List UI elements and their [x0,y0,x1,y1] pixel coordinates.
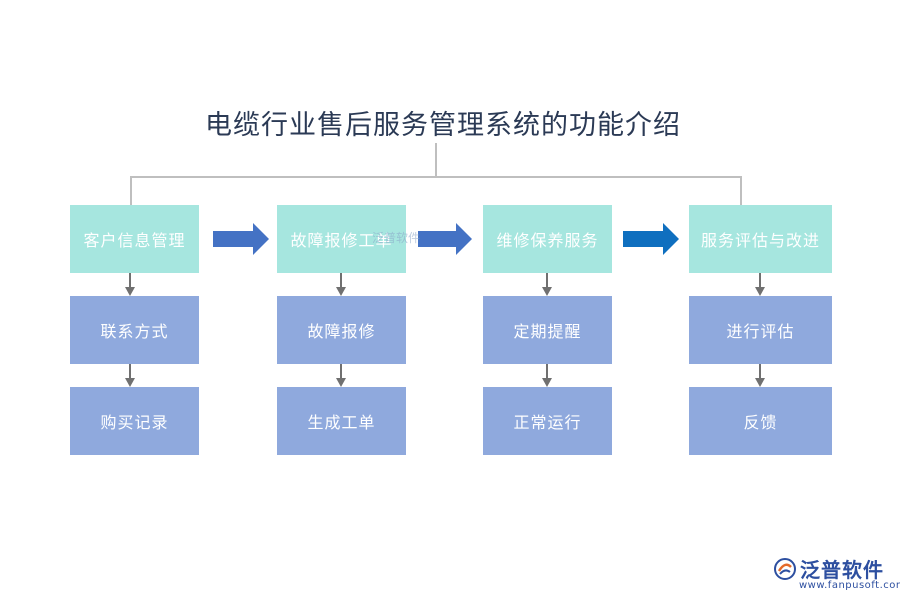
main-box-maintenance: 维修保养服务 [483,205,612,273]
step-box-label: 反馈 [743,413,778,432]
main-box-label: 服务评估与改进 [700,231,820,250]
main-box-evaluation: 服务评估与改进 [689,205,832,273]
step-box-label: 购买记录 [100,413,169,432]
step-box-generate-ticket: 生成工单 [277,387,406,455]
step-box-fault-report: 故障报修 [277,296,406,364]
step-box-label: 故障报修 [307,322,376,341]
step-box-label: 生成工单 [307,413,376,432]
step-box-reminder: 定期提醒 [483,296,612,364]
step-box-normal-operation: 正常运行 [483,387,612,455]
title-connector [130,143,742,206]
flow-arrow-2 [418,223,472,255]
logo-icon [774,557,796,580]
step-box-label: 进行评估 [726,322,795,341]
main-box-fault-ticket: 故障报修工单 [277,205,406,273]
main-box-label: 故障报修工单 [290,231,393,250]
step-box-label: 定期提醒 [513,322,582,341]
step-box-label: 正常运行 [513,413,582,432]
logo-url: www.fanpusoft.com [799,580,900,591]
flow-arrow-3 [623,223,679,255]
logo-text: 泛普软件 [800,558,884,582]
down-arrows [125,273,765,387]
step-box-contact: 联系方式 [70,296,199,364]
step-box-feedback: 反馈 [689,387,832,455]
step-box-label: 联系方式 [100,322,169,341]
flow-arrow-1 [213,223,269,255]
main-box-label: 维修保养服务 [496,231,599,250]
brand-logo: 泛普软件 [774,554,884,583]
watermark: 泛普软件 [372,231,421,245]
main-box-label: 客户信息管理 [83,231,186,250]
step-box-purchase-record: 购买记录 [70,387,199,455]
step-box-assess: 进行评估 [689,296,832,364]
main-box-customer-info: 客户信息管理 [70,205,199,273]
diagram-title: 电缆行业售后服务管理系统的功能介绍 [205,110,681,141]
